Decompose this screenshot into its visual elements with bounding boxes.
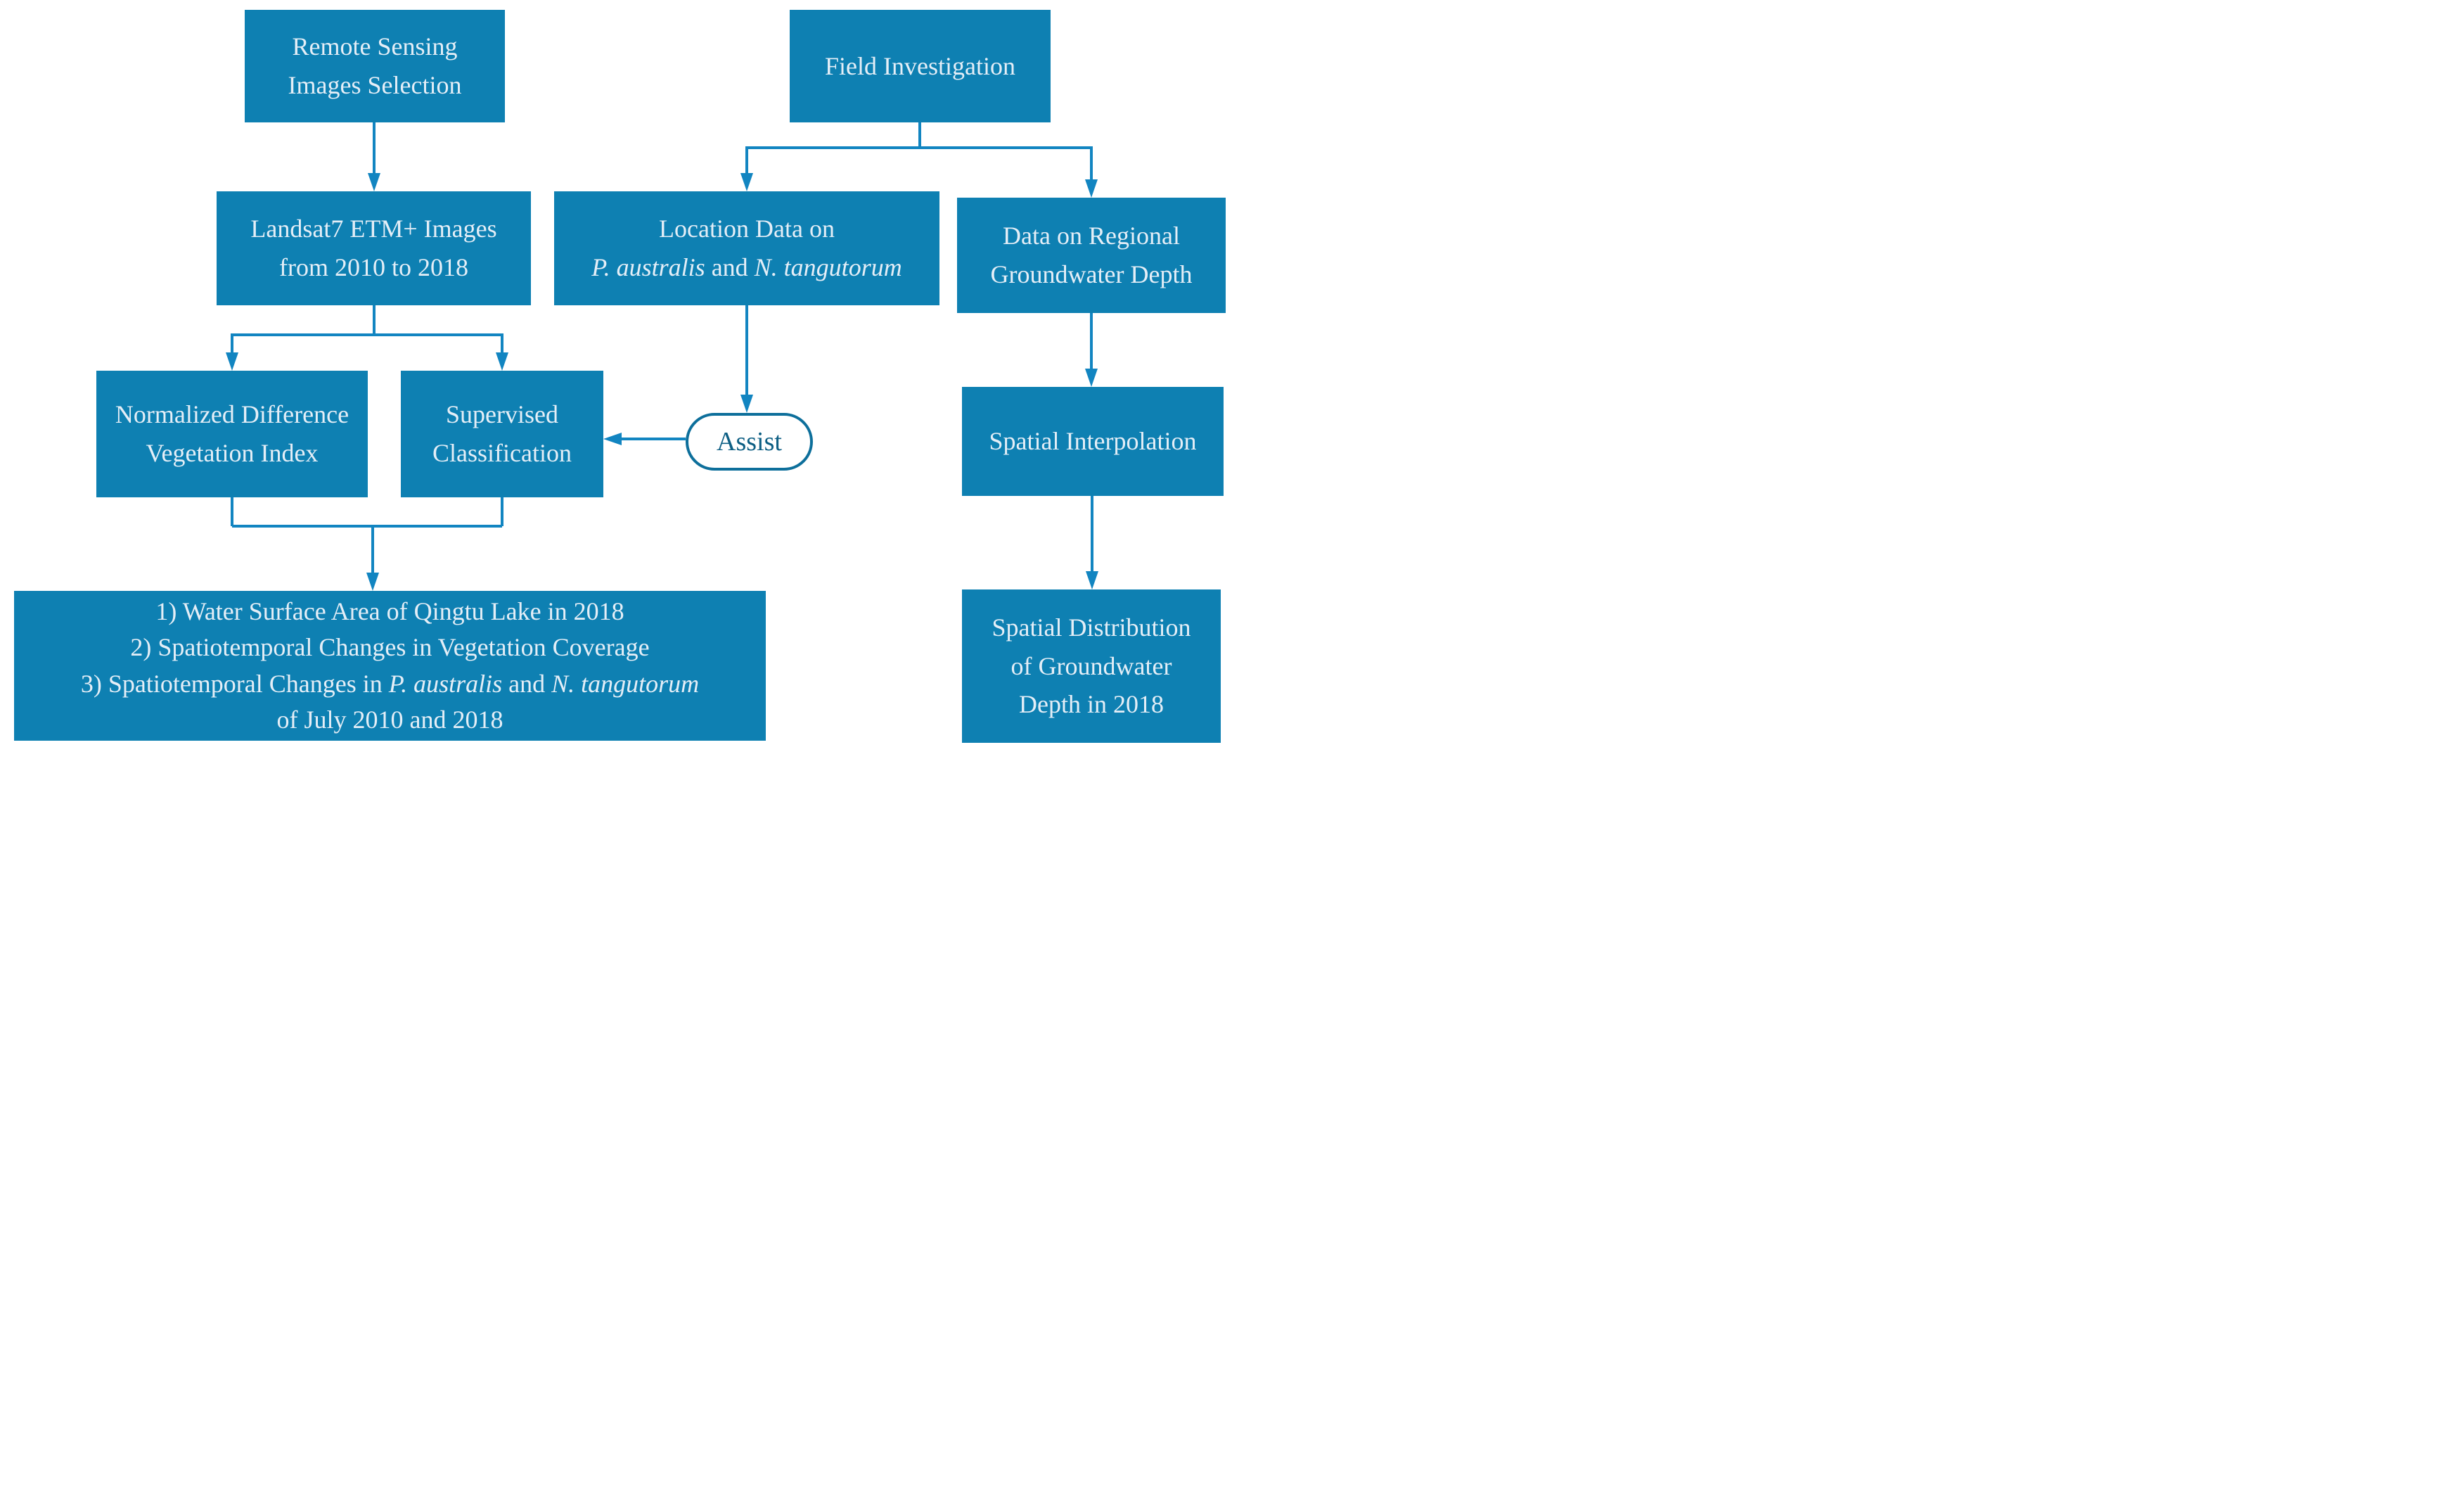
arrow-location-to-assist [740,305,753,413]
arrowhead-down-icon [226,352,238,371]
results-item3: 3) Spatiotemporal Changes in P. australi… [81,666,699,702]
assist-pill: Assist [686,413,813,471]
ndvi-line1: Normalized Difference [115,400,349,429]
results-item3-prefix: 3) Spatiotemporal Changes in [80,669,389,698]
spatial-distribution-line3: Depth in 2018 [1019,690,1164,719]
arrowhead-down-icon [740,395,753,413]
spatial-distribution-line2: of Groundwater [1010,651,1172,680]
spatial-distribution-box: Spatial Distribution of Groundwater Dept… [962,589,1221,743]
arrowhead-down-icon [1085,369,1098,387]
arrowhead-down-icon [740,173,753,191]
arrowhead-down-icon [1085,179,1098,198]
spatial-distribution-line1: Spatial Distribution [992,613,1191,642]
arrow-field-investigation-split [740,122,1098,198]
landsat-line1: Landsat7 ETM+ Images [250,215,497,243]
landsat-images-box: Landsat7 ETM+ Images from 2010 to 2018 [217,191,531,305]
location-data-line1: Location Data on [659,215,835,243]
results-box: 1) Water Surface Area of Qingtu Lake in … [14,591,766,741]
supervised-classification-box: Supervised Classification [401,371,603,497]
remote-sensing-box: Remote Sensing Images Selection [245,10,505,122]
results-species-n-tangutorum: N. tangutorum [551,669,700,698]
results-species-p-australis: P. australis [388,669,503,698]
results-item4: of July 2010 and 2018 [276,705,503,734]
regional-groundwater-box: Data on Regional Groundwater Depth [957,198,1226,313]
supervised-line1: Supervised [446,400,558,429]
location-data-line2: P. australis and N. tangutorum [591,248,901,287]
arrow-merge-to-results [231,497,503,591]
assist-label: Assist [717,427,782,457]
arrow-assist-to-supervised [603,433,686,445]
species-n-tangutorum: N. tangutorum [754,253,902,281]
arrowhead-down-icon [1086,571,1098,589]
field-investigation-label: Field Investigation [825,51,1015,80]
arrowhead-left-icon [603,433,622,445]
regional-groundwater-line1: Data on Regional [1003,222,1180,250]
remote-sensing-line2: Images Selection [288,71,462,99]
arrowhead-down-icon [496,352,508,371]
arrow-landsat-split [226,305,508,371]
species-conjunction: and [705,253,755,281]
arrowhead-down-icon [366,573,379,591]
regional-groundwater-line2: Groundwater Depth [990,260,1193,288]
spatial-interpolation-label: Spatial Interpolation [989,427,1197,456]
arrow-interpolation-to-distribution [1086,496,1098,589]
landsat-line2: from 2010 to 2018 [279,253,468,281]
ndvi-line2: Vegetation Index [146,439,319,467]
arrowhead-down-icon [368,173,380,191]
arrow-remote-sensing-to-landsat [368,122,380,191]
field-investigation-box: Field Investigation [790,10,1051,122]
remote-sensing-line1: Remote Sensing [292,32,458,61]
location-data-box: Location Data on P. australis and N. tan… [554,191,939,305]
flowchart-canvas: Remote Sensing Images Selection Field In… [0,0,1232,750]
ndvi-box: Normalized Difference Vegetation Index [96,371,368,497]
arrow-regional-to-interpolation [1085,313,1098,387]
flowchart-connectors [226,122,1098,591]
results-item1: 1) Water Surface Area of Qingtu Lake in … [155,597,624,626]
results-item3-conjunction: and [502,669,552,698]
supervised-line2: Classification [432,439,572,467]
spatial-interpolation-box: Spatial Interpolation [962,387,1224,496]
results-item2: 2) Spatiotemporal Changes in Vegetation … [130,633,650,662]
species-p-australis: P. australis [591,253,705,281]
